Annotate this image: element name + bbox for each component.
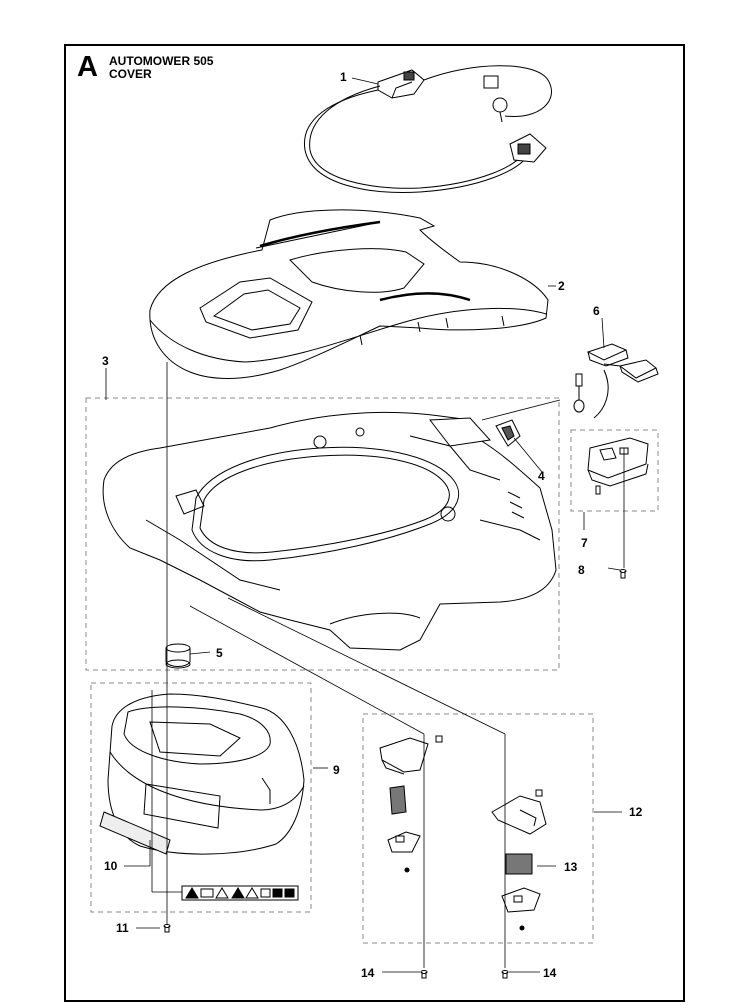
- callout-5: 5: [216, 646, 223, 660]
- part-13-strip: [505, 853, 533, 875]
- callout-8: 8: [578, 563, 585, 577]
- callout-2: 2: [558, 279, 565, 293]
- callout-13: 13: [564, 860, 578, 874]
- part-14-screws: [420, 970, 509, 979]
- diagram-title-section: COVER: [109, 67, 152, 81]
- part-12-sensor-brackets: [379, 735, 547, 931]
- callout-1: 1: [340, 70, 347, 84]
- leader-lines: [105, 77, 625, 973]
- callout-6: 6: [593, 304, 600, 318]
- callout-4: 4: [538, 469, 545, 483]
- part-9-front-bumper: [107, 693, 305, 855]
- group-box-7: [570, 429, 659, 512]
- group-box-3: [85, 397, 560, 671]
- part-5-height-knob: [165, 643, 191, 669]
- drawing-frame: [64, 44, 685, 1002]
- callout-14-right: 14: [543, 966, 557, 980]
- part-3-chassis-body: [102, 411, 557, 651]
- callout-7: 7: [581, 536, 588, 550]
- part-1-cable-harness: [303, 65, 552, 193]
- callout-10: 10: [104, 859, 118, 873]
- warning-label: [181, 885, 299, 901]
- section-letter: A: [77, 51, 98, 83]
- part-4-logo-badge: [495, 419, 521, 447]
- part-11-screw: [163, 924, 171, 933]
- group-box-9: [90, 682, 312, 913]
- callout-9: 9: [333, 763, 340, 777]
- part-6-stop-button: [573, 343, 659, 419]
- callout-12: 12: [629, 805, 643, 819]
- callout-3: 3: [102, 354, 109, 368]
- part-7-panel-assembly: [587, 437, 649, 495]
- part-8-screw: [619, 569, 627, 579]
- part-10-trim-strip: [99, 811, 171, 855]
- callout-14-left: 14: [361, 966, 375, 980]
- part-2-top-cover: [149, 209, 549, 379]
- group-box-12: [362, 713, 594, 944]
- callout-11: 11: [116, 921, 129, 935]
- diagram-title-model: AUTOMOWER 505: [109, 54, 214, 68]
